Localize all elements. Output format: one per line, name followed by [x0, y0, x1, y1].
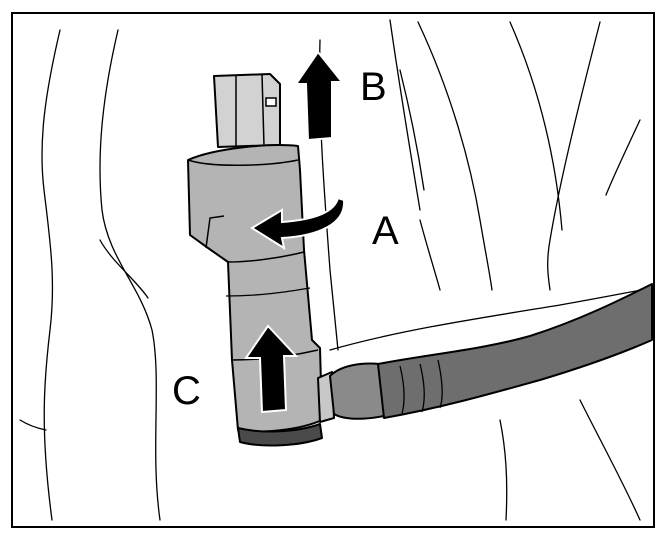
curved-arrow-icon [250, 196, 346, 251]
callout-label-c: C [172, 369, 201, 413]
stem-latch-tab [265, 97, 277, 107]
connector-body [187, 144, 323, 433]
callout-label-b: B [360, 65, 387, 109]
up-arrow-icon [244, 324, 299, 414]
up-arrow-icon [294, 50, 345, 142]
callout-label-a: A [372, 209, 399, 253]
connector-stem [213, 73, 281, 148]
frame-border [11, 12, 655, 528]
background-lines [19, 19, 653, 521]
hose-collar [329, 362, 385, 420]
connector-end-cap [237, 423, 323, 447]
hose [377, 283, 653, 419]
